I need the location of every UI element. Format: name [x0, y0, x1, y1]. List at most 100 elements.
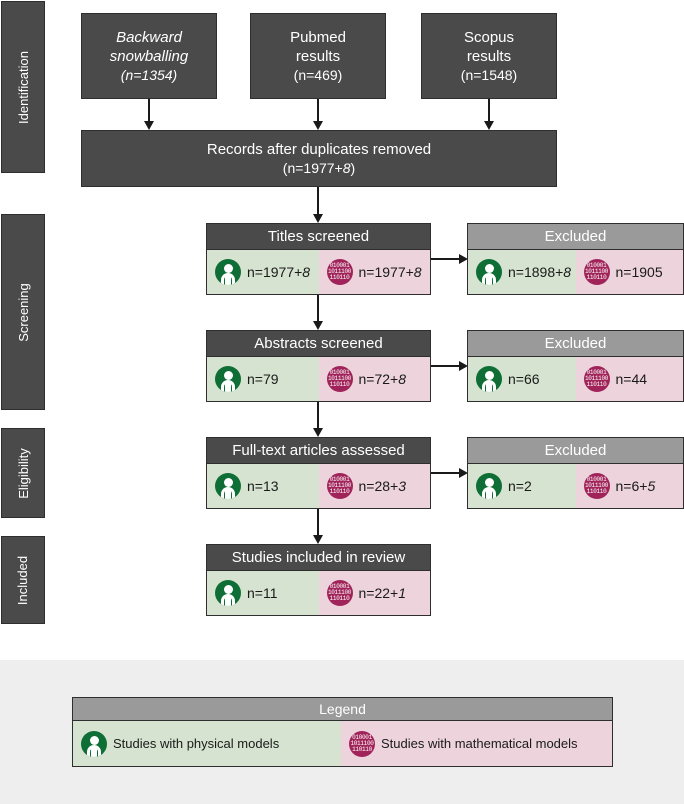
source-pubmed-line2: results [295, 47, 341, 65]
titles-screened-mathematical-count: n=1977+8 [358, 264, 422, 280]
legend-physical-label: Studies with physical models [113, 736, 280, 751]
arrow-records-line [317, 187, 319, 214]
person-in-circle-icon [476, 366, 502, 392]
titles-excluded-mathematical-count: n=1905 [615, 264, 663, 280]
fulltext-assessed-mathematical-count: n=28+3 [358, 478, 407, 494]
legend-box: Legend Studies with physical models 0100… [72, 697, 613, 767]
stage-included-label: Included [15, 555, 31, 605]
legend-physical: Studies with physical models [73, 721, 341, 766]
arrow-abstracts-excluded-head [459, 361, 468, 371]
arrow-titles-head [313, 321, 323, 330]
arrow-fulltext-head [313, 535, 323, 544]
studies-included-mathematical-count: n=22+1 [358, 585, 407, 601]
source-scopus: Scopus results (n=1548) [421, 13, 557, 99]
source-pubmed-line1: Pubmed [290, 28, 346, 46]
person-in-circle-icon [81, 730, 107, 757]
legend-header: Legend [73, 698, 612, 721]
fulltext-assessed-physical-count: n=13 [247, 478, 279, 494]
stage-eligibility-label: Eligibility [15, 447, 31, 499]
source-scopus-line2: results [466, 47, 512, 65]
arrow-titles-excluded-head [459, 254, 468, 264]
abstracts-excluded-physical: n=66 [468, 357, 576, 401]
stage-screening: Screening [1, 214, 45, 410]
source-backward-line2: snowballing [109, 47, 189, 65]
arrow-fulltext-excluded-head [459, 468, 468, 478]
stage-screening-label: Screening [15, 282, 31, 342]
arrow-backward-head [144, 121, 154, 130]
titles-screened-header: Titles screened [207, 224, 430, 250]
studies-included-physical-count: n=11 [247, 585, 278, 601]
titles-excluded-physical: n=1898+8 [468, 250, 576, 294]
arrow-pubmed-line [317, 99, 319, 121]
stage-identification-label: Identification [15, 50, 31, 124]
records-count: (n=1977+8) [282, 159, 356, 176]
person-in-circle-icon [215, 580, 241, 606]
titles-screened-physical: n=1977+8 [207, 250, 319, 294]
studies-included-physical: n=11 [207, 571, 319, 615]
arrow-abstracts-line [317, 402, 319, 428]
abstracts-screened-mathematical-count: n=72+8 [358, 371, 407, 387]
source-pubmed: Pubmed results (n=469) [250, 13, 386, 99]
titles-excluded-header: Excluded [468, 224, 683, 250]
person-in-circle-icon [476, 473, 502, 499]
abstracts-excluded-mathematical-count: n=44 [615, 371, 648, 387]
fulltext-excluded-mathematical-count: n=6+5 [615, 478, 656, 494]
abstracts-screened-header: Abstracts screened [207, 331, 430, 357]
arrow-fulltext-excluded-line [431, 472, 459, 474]
source-backward-snowballing: Backward snowballing (n=1354) [81, 13, 217, 99]
abstracts-excluded-header: Excluded [468, 331, 683, 357]
records-title: Records after duplicates removed [206, 140, 432, 158]
fulltext-excluded-header: Excluded [468, 438, 683, 464]
abstracts-screened-physical: n=79 [207, 357, 319, 401]
person-in-circle-icon [476, 259, 502, 285]
arrow-backward-line [148, 99, 150, 121]
arrow-titles-excluded-line [431, 258, 459, 260]
stage-identification: Identification [1, 1, 45, 173]
source-pubmed-count: (n=469) [293, 66, 343, 83]
source-backward-line1: Backward [116, 28, 182, 46]
legend-mathematical-label: Studies with mathematical models [381, 736, 578, 751]
source-scopus-count: (n=1548) [460, 66, 518, 83]
arrow-abstracts-head [313, 428, 323, 437]
source-backward-count: (n=1354) [120, 66, 178, 83]
arrow-abstracts-excluded-line [431, 365, 459, 367]
arrow-records-head [313, 214, 323, 223]
stage-included: Included [1, 536, 45, 624]
person-in-circle-icon [215, 473, 241, 499]
records-after-duplicates-box: Records after duplicates removed (n=1977… [81, 130, 557, 187]
source-scopus-line1: Scopus [463, 28, 515, 46]
abstracts-screened-physical-count: n=79 [247, 371, 279, 387]
arrow-fulltext-line [317, 509, 319, 535]
person-in-circle-icon [215, 259, 241, 285]
studies-included-header: Studies included in review [207, 545, 430, 571]
stage-eligibility: Eligibility [1, 428, 45, 518]
fulltext-assessed-header: Full-text articles assessed [207, 438, 430, 464]
arrow-scopus-line [488, 99, 490, 121]
fulltext-excluded-physical: n=2 [468, 464, 576, 508]
arrow-pubmed-head [313, 121, 323, 130]
titles-screened-physical-count: n=1977+8 [247, 264, 311, 280]
titles-excluded-physical-count: n=1898+8 [508, 264, 572, 280]
